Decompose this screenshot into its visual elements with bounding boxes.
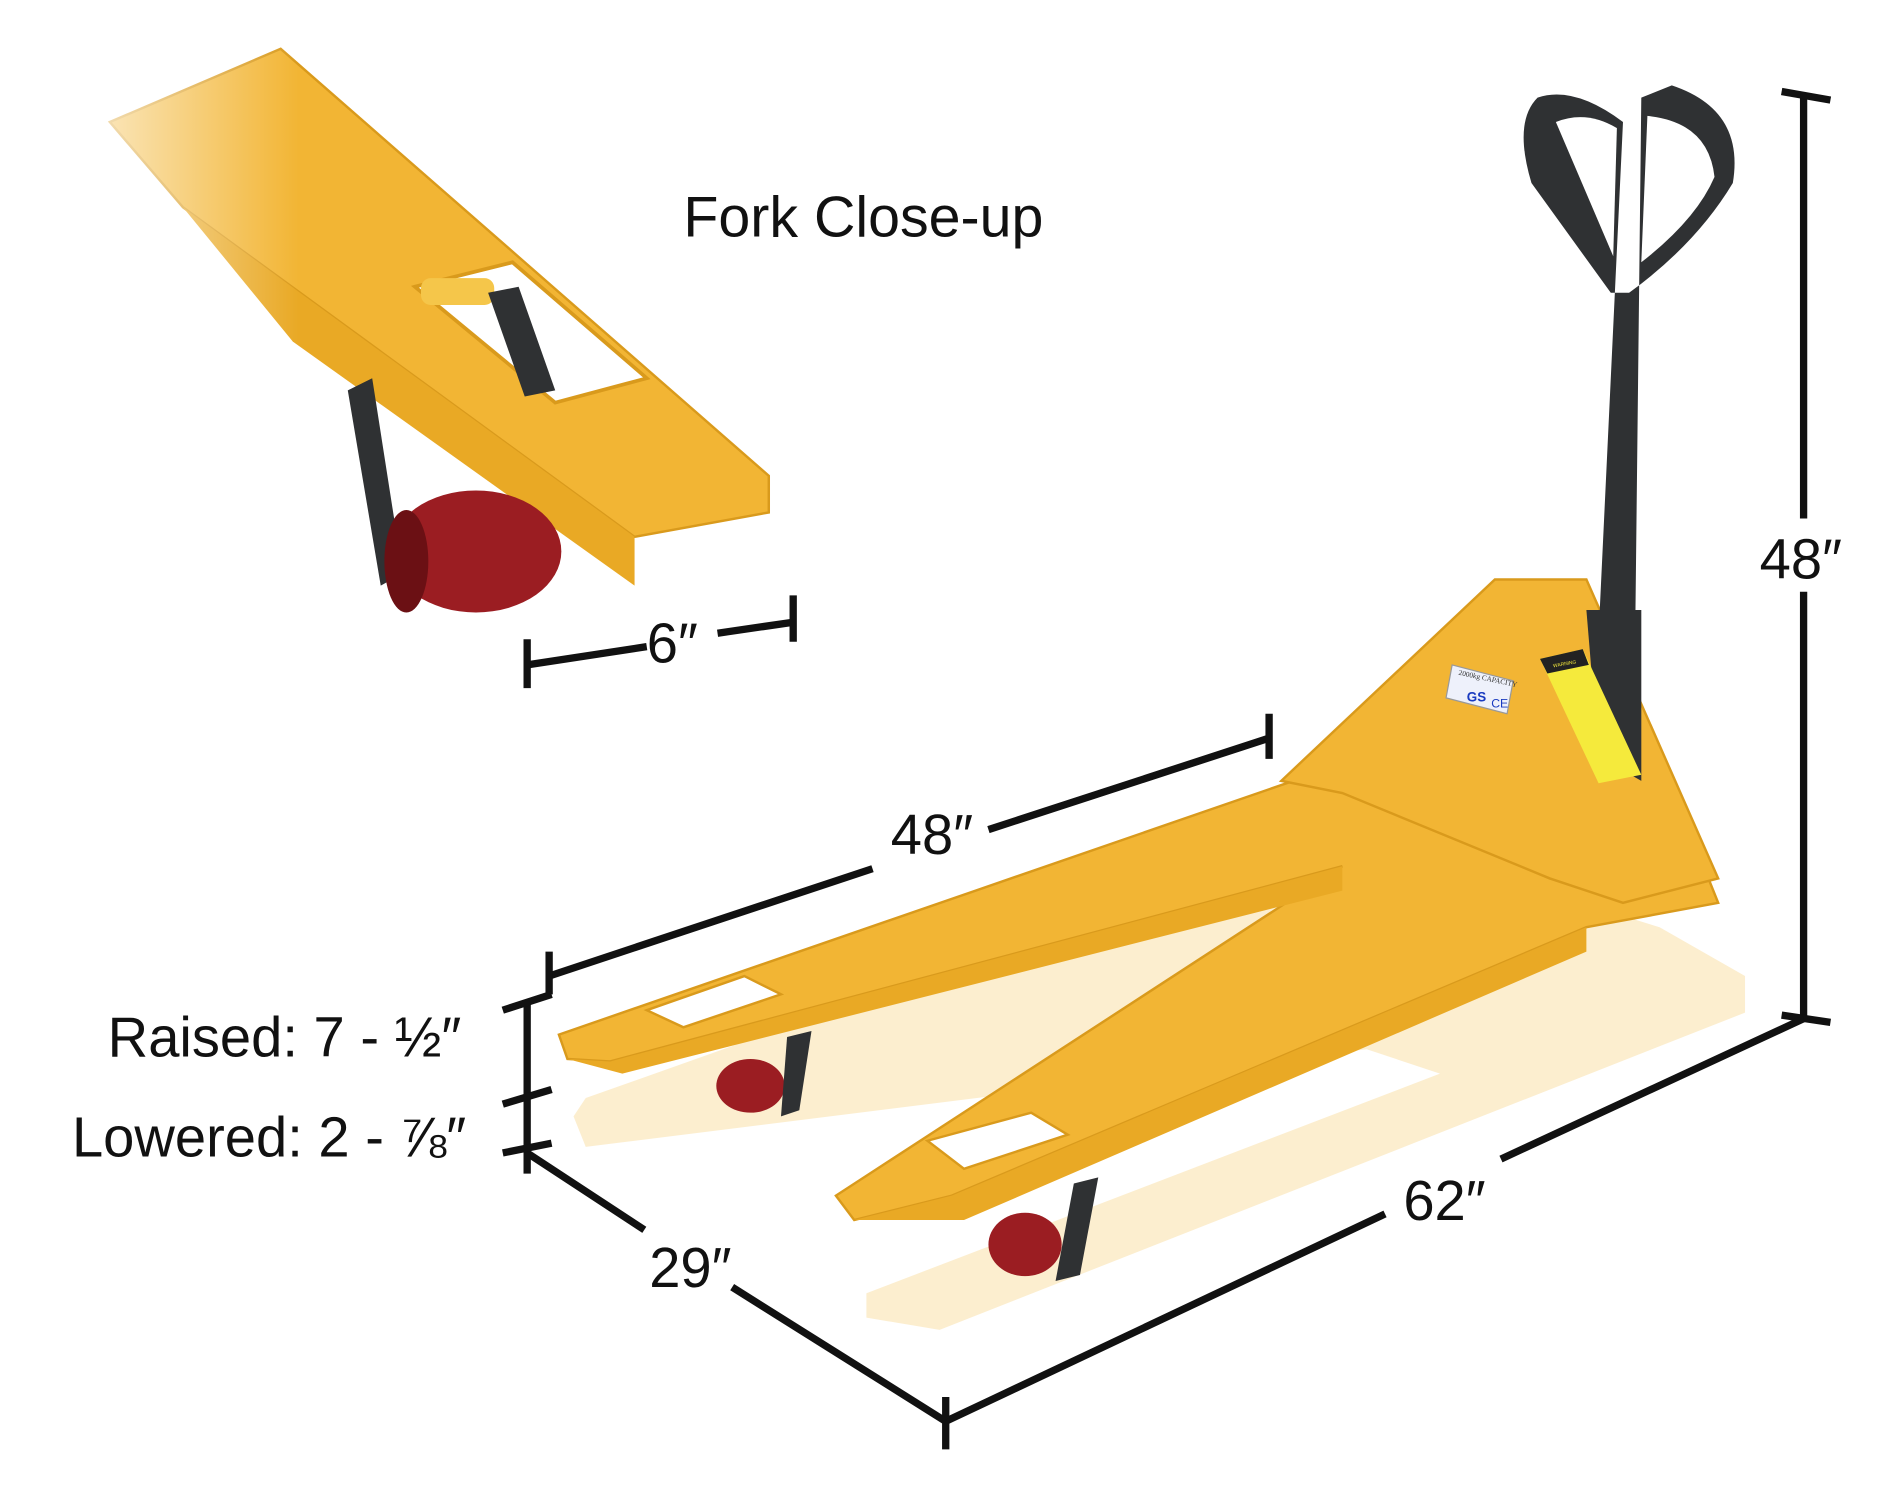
overall-width-label: 29″	[649, 1236, 731, 1299]
overall-length-label: 62″	[1403, 1169, 1485, 1232]
overall-height-dimension	[1781, 87, 1832, 1027]
svg-text:CE: CE	[1491, 697, 1508, 711]
raised-height-label: Raised: 7 - ½″	[108, 1006, 462, 1069]
lowered-height-label: Lowered: 2 - ⅞″	[72, 1106, 466, 1169]
front-wheel-icon	[716, 1030, 1099, 1282]
overall-width-dimension	[525, 1149, 948, 1425]
fork-closeup-image	[0, 0, 855, 613]
overall-length-dimension	[942, 1015, 1806, 1450]
wheel-width-dimension	[523, 595, 797, 689]
fork-length-dimension	[545, 713, 1273, 995]
pallet-jack-image: 2000kg CAPACITY GS CE WARNING	[557, 85, 1735, 1282]
fork-length-label: 48″	[891, 803, 973, 866]
lift-height-bracket	[501, 990, 553, 1174]
wheel-width-label: 6″	[647, 611, 698, 674]
svg-text:WARNING: WARNING	[1553, 659, 1577, 669]
svg-text:GS: GS	[1467, 690, 1486, 705]
fork-closeup-title: Fork Close-up	[683, 186, 1043, 250]
warning-sticker: WARNING	[1540, 649, 1642, 784]
overall-height-label: 48″	[1760, 527, 1842, 590]
